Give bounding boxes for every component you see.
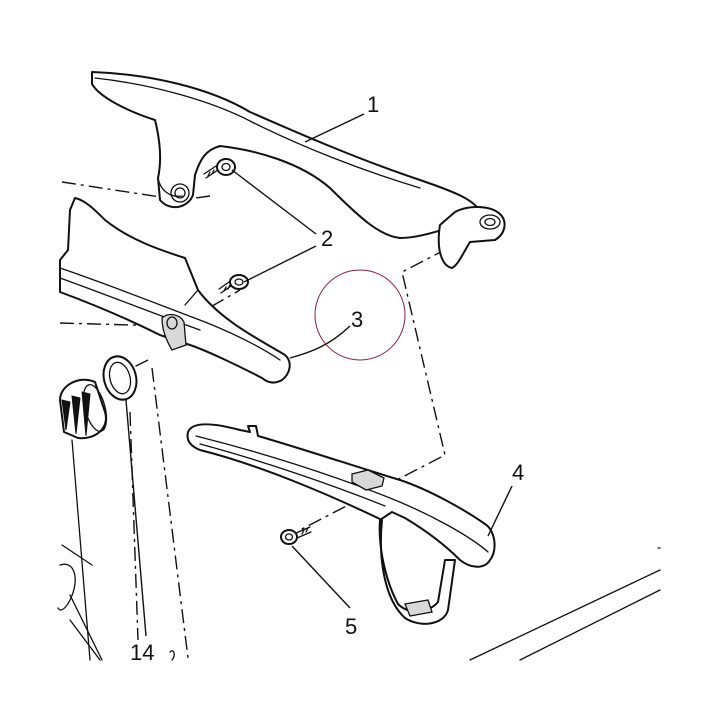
swingarm-edge xyxy=(57,439,175,661)
callout-labels: 1 2 3 4 5 14 xyxy=(130,92,524,665)
part-1-upper-chain-guard xyxy=(91,71,506,269)
callout-2: 2 xyxy=(321,226,333,251)
callout-14: 14 xyxy=(130,640,154,665)
callout-3-highlight-ring xyxy=(314,269,406,361)
callout-1: 1 xyxy=(367,92,379,117)
callout-3: 3 xyxy=(351,307,363,332)
part-5-screw xyxy=(280,526,312,545)
part-2-screws xyxy=(203,158,249,294)
screw-upper xyxy=(203,158,236,179)
screw-lower xyxy=(218,274,249,294)
needle-bearing xyxy=(59,378,108,440)
part-4-lower-chain-guard xyxy=(186,423,496,625)
leader-lines xyxy=(125,113,513,637)
frame-edge-lines xyxy=(469,547,661,661)
callout-5: 5 xyxy=(345,614,357,639)
part-14-seal-ring xyxy=(102,355,138,401)
part-3-chain-slider xyxy=(59,197,291,384)
callout-4: 4 xyxy=(512,460,524,485)
